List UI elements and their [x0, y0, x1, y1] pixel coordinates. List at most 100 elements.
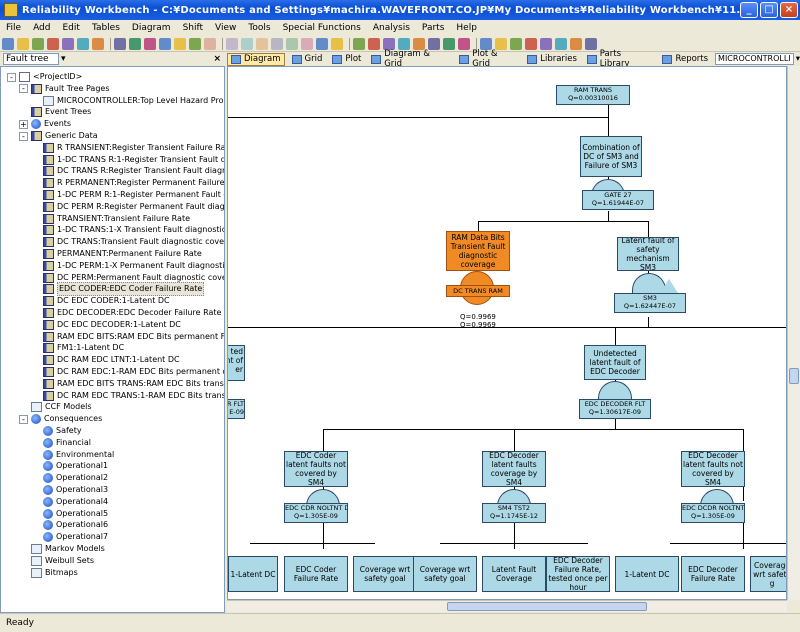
toolbar-button-icon[interactable] — [316, 37, 328, 50]
tree-expander[interactable]: - — [19, 84, 28, 94]
toolbar-button-icon[interactable] — [62, 37, 74, 50]
toolbar-button-icon[interactable] — [368, 37, 380, 50]
close-panel-icon[interactable]: × — [213, 54, 221, 64]
gate27-node[interactable]: GATE 27 Q=1.61944E-07 — [582, 190, 654, 210]
toolbar-button-icon[interactable] — [226, 37, 238, 50]
undetected-event[interactable]: Undetected latent fault of EDC Decoder — [584, 345, 646, 380]
toolbar-button-icon[interactable] — [525, 37, 537, 50]
menu-tools[interactable]: Tools — [248, 23, 271, 33]
left-partial-event[interactable]: ted nt of er — [228, 345, 245, 381]
tree-node[interactable]: Operational5 — [43, 508, 108, 520]
sm3-node[interactable]: SM3 Q=1.62447E-07 — [614, 293, 686, 313]
maximize-button[interactable]: □ — [760, 2, 778, 18]
tree-node[interactable]: EDC DECODER:EDC Decoder Failure Rate — [43, 307, 221, 319]
tree-node[interactable]: PERMANENT:Permanent Failure Rate — [43, 248, 202, 260]
menu-file[interactable]: File — [6, 23, 22, 33]
tree-node[interactable]: Safety — [43, 425, 82, 437]
tree-node[interactable]: 1-DC PERM:1-X Permanent Fault diagnostic… — [43, 260, 224, 272]
tab-plot-grid[interactable]: Plot & Grid — [456, 49, 520, 69]
toolbar-button-icon[interactable] — [241, 37, 253, 50]
toolbar-button-icon[interactable] — [443, 37, 455, 50]
decoder-cov-event[interactable]: EDC Decoder latent faults coverage by SM… — [482, 451, 546, 487]
menu-view[interactable]: View — [215, 23, 237, 33]
toolbar-button-icon[interactable] — [585, 37, 597, 50]
tree-node[interactable]: R TRANSIENT:Register Transient Failure R… — [43, 142, 224, 154]
menu-add[interactable]: Add — [33, 23, 51, 33]
tree-node[interactable]: DC RAM EDC:1-RAM EDC Bits permanent diag… — [43, 366, 224, 378]
tree-node[interactable]: CCF Models — [31, 401, 92, 413]
tab-libraries[interactable]: Libraries — [524, 53, 580, 66]
transfer-triangle-icon[interactable] — [660, 279, 678, 293]
bottom-event-3[interactable]: Coverage wrt safety goal — [413, 556, 477, 592]
dc-trans-ram-label[interactable]: DC TRANS RAM — [446, 285, 510, 297]
menu-edit[interactable]: Edit — [62, 23, 80, 33]
tree-node[interactable]: DC PERM:Permanent Fault diagnostic cover… — [43, 272, 224, 284]
tree-node[interactable]: DC TRANS R:Register Transient Fault diag… — [43, 165, 224, 177]
tree-node[interactable]: Operational1 — [43, 460, 108, 472]
tree-expander[interactable]: - — [19, 414, 28, 424]
toolbar-button-icon[interactable] — [144, 37, 156, 50]
toolbar-button-icon[interactable] — [458, 37, 470, 50]
toolbar-button-icon[interactable] — [256, 37, 268, 50]
toolbar-button-icon[interactable] — [77, 37, 89, 50]
tree-node[interactable]: DC RAM EDC LTNT:1-Latent DC — [43, 354, 180, 366]
tree-node[interactable]: FM1:1-Latent DC — [43, 342, 124, 354]
toolbar-button-icon[interactable] — [32, 37, 44, 50]
tree-node[interactable]: Operational4 — [43, 496, 108, 508]
tree-node[interactable]: DC TRANS:Transient Fault diagnostic cove… — [43, 236, 224, 248]
toolbar-button-icon[interactable] — [570, 37, 582, 50]
chevron-down-icon[interactable]: ▾ — [795, 54, 800, 64]
tree-node[interactable]: DC PERM R:Register Permanent Fault diagn… — [43, 201, 224, 213]
toolbar-button-icon[interactable] — [555, 37, 567, 50]
scroll-thumb[interactable] — [447, 602, 647, 611]
tree-node[interactable]: Consequences — [31, 413, 102, 425]
tree-node[interactable]: <ProjectID> — [19, 71, 82, 83]
tree-node[interactable]: MICROCONTROLLER:Top Level Hazard Probabi… — [43, 95, 224, 107]
bottom-event-1[interactable]: EDC Coder Failure Rate — [284, 556, 348, 592]
toolbar-button-icon[interactable] — [398, 37, 410, 50]
decoder-nc-event[interactable]: EDC Decoder latent faults not covered by… — [681, 451, 745, 487]
tab-parts-library[interactable]: Parts Library — [584, 49, 655, 69]
toolbar-button-icon[interactable] — [480, 37, 492, 50]
toolbar-button-icon[interactable] — [383, 37, 395, 50]
scroll-thumb[interactable] — [789, 368, 799, 384]
toolbar-button-icon[interactable] — [331, 37, 343, 50]
tree-node[interactable]: 1-DC TRANS R:1-Register Transient Fault … — [43, 154, 224, 166]
menu-diagram[interactable]: Diagram — [131, 23, 171, 33]
tree-node[interactable]: RAM EDC BITS TRANS:RAM EDC Bits transien… — [43, 378, 224, 390]
tree-node[interactable]: Generic Data — [31, 130, 98, 142]
tree-node[interactable]: RAM EDC BITS:RAM EDC Bits permanent Fail… — [43, 331, 224, 343]
ram-edc-event[interactable]: RAM Data Bits Transient Fault diagnostic… — [446, 231, 510, 271]
menu-analysis[interactable]: Analysis — [372, 23, 410, 33]
toolbar-button-icon[interactable] — [129, 37, 141, 50]
bottom-event-2[interactable]: Coverage wrt safety goal — [353, 556, 417, 592]
decoder-nc-node[interactable]: EDC DCDR NOLTNT DC2 Q=1.305E-09 — [681, 503, 745, 523]
toolbar-button-icon[interactable] — [17, 37, 29, 50]
toolbar-button-icon[interactable] — [428, 37, 440, 50]
toolbar-button-icon[interactable] — [204, 37, 216, 50]
coder-cov-event[interactable]: EDC Coder latent faults not covered by S… — [284, 451, 348, 487]
ram-trans-node[interactable]: RAM TRANS Q=0.00310016 — [556, 85, 630, 105]
horizontal-scrollbar[interactable] — [227, 600, 787, 612]
tree-node[interactable]: 1-DC PERM R:1-Register Permanent Fault d… — [43, 189, 224, 201]
tree-node[interactable]: DC EDC DECODER:1-Latent DC — [43, 319, 181, 331]
tree-node[interactable]: Financial — [43, 437, 91, 449]
tree-node[interactable]: Markov Models — [31, 543, 105, 555]
tree-node[interactable]: DC RAM EDC TRANS:1-RAM EDC Bits transien… — [43, 390, 224, 402]
tree-node[interactable]: Environmental — [43, 449, 114, 461]
minimize-button[interactable]: _ — [740, 2, 758, 18]
combination-event[interactable]: Combination of DC of SM3 and Failure of … — [580, 136, 642, 177]
tree-node[interactable]: 1-DC TRANS:1-X Transient Fault diagnosti… — [43, 224, 224, 236]
coder-cov-node[interactable]: EDC CDR NOLTNT DC Q=1.305E-09 — [284, 503, 348, 523]
tree-expander[interactable]: + — [19, 119, 28, 129]
toolbar-button-icon[interactable] — [159, 37, 171, 50]
fault-tree-selector[interactable]: Fault tree — [3, 53, 59, 65]
toolbar-button-icon[interactable] — [47, 37, 59, 50]
tree-node[interactable]: TRANSIENT:Transient Failure Rate — [43, 213, 190, 225]
toolbar-button-icon[interactable] — [286, 37, 298, 50]
tree-node[interactable]: Bitmaps — [31, 567, 78, 579]
bottom-event-6[interactable]: 1-Latent DC — [615, 556, 679, 592]
edc-decoder-flt-node[interactable]: EDC DECODER FLT Q=1.30617E-09 — [579, 399, 651, 419]
toolbar-button-icon[interactable] — [301, 37, 313, 50]
tree-expander[interactable]: - — [7, 72, 16, 82]
